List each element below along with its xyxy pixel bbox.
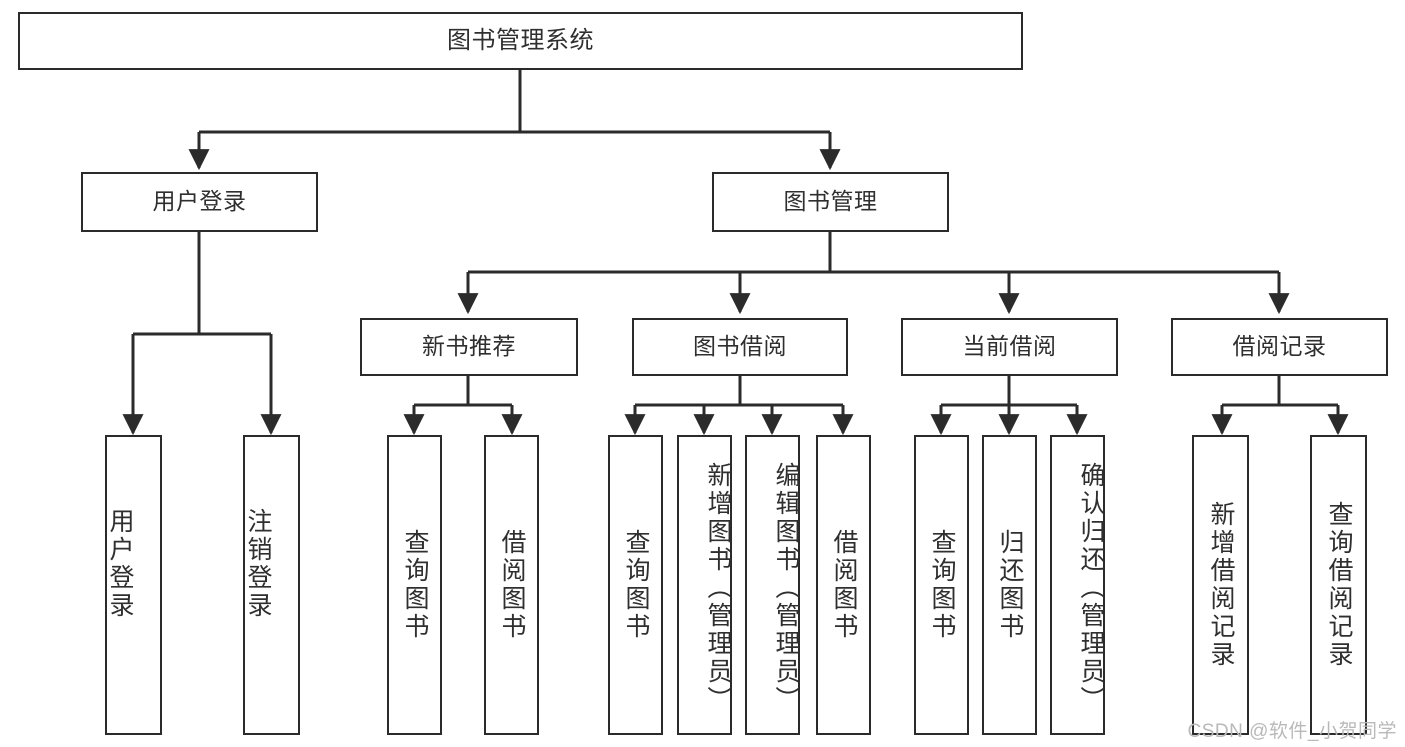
node-book-borrow[interactable]: 图书借阅: [632, 318, 848, 376]
leaf-logout-label: 注销登录: [244, 508, 272, 620]
leaf-query-book-1[interactable]: 查询图书: [387, 435, 442, 735]
leaf-add-book[interactable]: 新增图书（管理员）: [677, 435, 732, 735]
leaf-logout[interactable]: 注销登录: [243, 435, 300, 735]
node-user-login[interactable]: 用户登录: [81, 172, 318, 232]
node-borrow-record-label: 借阅记录: [1232, 333, 1327, 360]
node-borrow-record[interactable]: 借阅记录: [1171, 318, 1388, 376]
leaf-edit-book[interactable]: 编辑图书（管理员）: [745, 435, 800, 735]
leaf-edit-book-label: 编辑图书（管理员）: [772, 462, 800, 714]
leaf-user-login[interactable]: 用户登录: [105, 435, 162, 735]
leaf-add-record-label: 新增借阅记录: [1207, 501, 1235, 669]
leaf-return-book[interactable]: 归还图书: [982, 435, 1037, 735]
leaf-query-record[interactable]: 查询借阅记录: [1310, 435, 1367, 735]
watermark: CSDN @软件_小贺同学: [1187, 721, 1397, 742]
node-current-borrow-label: 当前借阅: [962, 333, 1057, 360]
leaf-query-book-3-label: 查询图书: [928, 529, 956, 641]
leaf-query-book-2-label: 查询图书: [622, 529, 650, 641]
leaf-borrow-book-1-label: 借阅图书: [498, 529, 526, 641]
node-book-borrow-label: 图书借阅: [693, 333, 787, 360]
leaf-confirm-return-label: 确认归还（管理员）: [1077, 462, 1105, 714]
node-book-manage[interactable]: 图书管理: [712, 172, 949, 232]
leaf-borrow-book-2[interactable]: 借阅图书: [816, 435, 871, 735]
leaf-query-book-1-label: 查询图书: [401, 529, 429, 641]
node-new-book-rec[interactable]: 新书推荐: [360, 318, 578, 376]
node-root-label: 图书管理系统: [447, 26, 594, 54]
leaf-add-record[interactable]: 新增借阅记录: [1192, 435, 1249, 735]
leaf-borrow-book-2-label: 借阅图书: [830, 529, 858, 641]
node-book-manage-label: 图书管理: [783, 188, 878, 215]
leaf-borrow-book-1[interactable]: 借阅图书: [484, 435, 539, 735]
leaf-query-book-2[interactable]: 查询图书: [608, 435, 663, 735]
node-new-book-rec-label: 新书推荐: [422, 333, 516, 360]
leaf-add-book-label: 新增图书（管理员）: [704, 462, 732, 714]
node-current-borrow[interactable]: 当前借阅: [901, 318, 1118, 376]
leaf-user-login-label: 用户登录: [106, 508, 134, 620]
leaf-return-book-label: 归还图书: [996, 529, 1024, 641]
node-root[interactable]: 图书管理系统: [18, 12, 1023, 70]
leaf-query-record-label: 查询借阅记录: [1325, 501, 1353, 669]
leaf-query-book-3[interactable]: 查询图书: [914, 435, 969, 735]
node-user-login-label: 用户登录: [152, 188, 247, 215]
leaf-confirm-return[interactable]: 确认归还（管理员）: [1050, 435, 1105, 735]
